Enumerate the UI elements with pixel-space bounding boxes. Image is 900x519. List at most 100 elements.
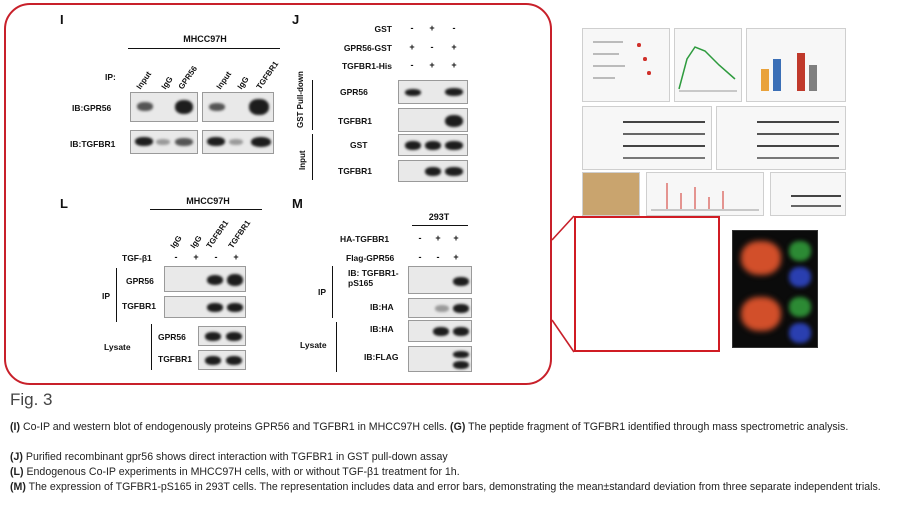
panel-j-blot-tgfbr1-input [398,160,468,182]
panel-l-row-gpr56-lysate: GPR56 [158,332,186,342]
thumbnail-panel-g [646,172,764,216]
panel-m-cond-flag-gpr56: Flag-GPR56 [346,253,395,263]
panel-i-letter: I [60,12,64,27]
panel-j-blot-gpr56 [398,80,468,104]
panel-l-group-rule [116,268,117,322]
zoom-callout-frame [4,3,552,385]
panel-j-cond-tgfbr1-his: TGFBR1-His [341,61,392,71]
panel-m-group-lysate: Lysate [300,340,327,350]
panel-j-blot-gst [398,134,468,156]
panel-j-row-gpr56: GPR56 [340,87,368,97]
panel-i-blot-tgfbr1-left [130,130,198,154]
panel-m-row-ha-ip: IB:HA [370,302,394,312]
thumbnail-panel-f [582,172,640,216]
panel-j-sign: + [429,23,435,33]
caption-tag: (J) [10,451,23,463]
panel-l-treatment-label: TGF-β1 [122,253,152,263]
panel-i-blot-tgfbr1-right [202,130,274,154]
panel-l-group-ip: IP [102,291,111,301]
panel-l-sign: + [193,252,199,262]
caption-text: Endogenous Co-IP experiments in MHCC97H … [23,466,460,478]
panel-l-sign: - [214,252,218,262]
figure-title: Fig. 3 [10,390,53,409]
panel-j-sign: + [451,42,457,52]
panel-m-letter: M [292,196,303,211]
panel-l-cell-line: MHCC97H [186,196,230,206]
panel-i-row-gpr56: IB:GPR56 [72,103,112,113]
panel-i-blot-gpr56-left [130,92,198,122]
caption-text: The expression of TGFBR1-pS165 in 293T c… [25,481,881,493]
thumbnail-panel-e [716,106,846,170]
panel-j-group-rule [312,134,313,180]
thumbnail-panel-a [582,28,670,102]
panel-m-row-pS165: IB: TGFBR1-pS165 [348,268,399,288]
panel-m-sign: - [418,233,422,243]
panel-m-blot-pS165 [408,266,472,294]
panel-l-blot-ip-gpr56 [164,266,246,292]
thumbnail-panel-h [770,172,846,216]
panel-j-sign: + [429,60,435,70]
caption-text: The peptide fragment of TGFBR1 identifie… [465,421,849,433]
caption-tag: (I) [10,421,20,433]
panel-m-cell-line: 293T [428,212,450,222]
panel-l-row-tgfbr1-lysate: TGFBR1 [158,354,192,364]
callout-connector [551,215,575,353]
panel-l-sign: + [233,252,239,262]
panel-m-sign: + [453,252,459,262]
panel-l-blot-lysate-gpr56 [198,326,246,346]
caption-tag: (M) [10,481,26,493]
caption-line-i: (I) Co-IP and western blot of endogenous… [10,420,890,434]
panel-j-cond-gst: GST [374,24,392,34]
panel-i-blot-gpr56-right [202,92,274,122]
panel-m-group-ip: IP [318,287,327,297]
panel-m-blot-ha-ip [408,298,472,318]
panel-m-sign: - [418,252,422,262]
panel-m-blot-ha-lysate [408,320,472,342]
panel-m-group-rule [336,322,337,372]
panel-l-group-lysate: Lysate [104,342,131,352]
panel-j-sign: - [410,23,414,33]
caption-line-l: (L) Endogenous Co-IP experiments in MHCC… [10,465,890,479]
caption-text: Purified recombinant gpr56 shows direct … [22,451,448,463]
panel-m-row-flag: IB:FLAG [364,352,399,362]
panel-j-letter: J [292,12,300,27]
panel-i-header-rule [128,48,280,49]
panel-i-cell-line: MHCC97H [183,34,227,44]
thumbnail-panel-c [746,28,846,102]
panel-l-sign: - [174,252,178,262]
panel-j-sign: - [410,60,414,70]
panel-j-sign: + [409,42,415,52]
panel-l-row-tgfbr1: TGFBR1 [122,301,156,311]
panel-l-blot-lysate-tgfbr1 [198,350,246,370]
panel-i-ip-label: IP: [105,72,116,82]
panel-j-row-tgfbr1: TGFBR1 [338,116,372,126]
panel-m-sign: + [435,233,441,243]
thumbnail-panel-b [674,28,742,102]
panel-m-sign: + [453,233,459,243]
panel-m-group-rule [332,266,333,318]
panel-j-row-tgfbr1-input: TGFBR1 [338,166,372,176]
panel-l-blot-ip-tgfbr1 [164,296,246,318]
panel-m-cond-ha-tgfbr1: HA-TGFBR1 [340,234,390,244]
caption-line-j: (J) Purified recombinant gpr56 shows dir… [10,450,890,464]
panel-i-row-tgfbr1: IB:TGFBR1 [70,139,116,149]
caption-text: Co-IP and western blot of endogenously p… [20,421,451,433]
panel-j-group-rule [312,80,313,130]
panel-j-cond-gpr56-gst: GPR56-GST [343,43,392,53]
caption-line-m: (M) The expression of TGFBR1-pS165 in 29… [10,480,890,494]
thumbnail-panel-d [582,106,712,170]
caption-tag: (L) [10,466,24,478]
panel-m-row-ha-lysate: IB:HA [370,324,394,334]
panel-m-header-rule [412,225,468,226]
panel-m-sign: - [436,252,440,262]
panel-j-sign: - [430,42,434,52]
panel-l-letter: L [60,196,68,211]
panel-j-row-gst: GST [350,140,368,150]
panel-j-sign: - [452,23,456,33]
panel-m-blot-flag [408,346,472,372]
full-figure-thumbnail [570,20,892,355]
thumbnail-fluorescence-panel [732,230,818,348]
panel-j-blot-tgfbr1 [398,108,468,132]
panel-j-sign: + [451,60,457,70]
caption-tag: (G) [450,421,466,433]
